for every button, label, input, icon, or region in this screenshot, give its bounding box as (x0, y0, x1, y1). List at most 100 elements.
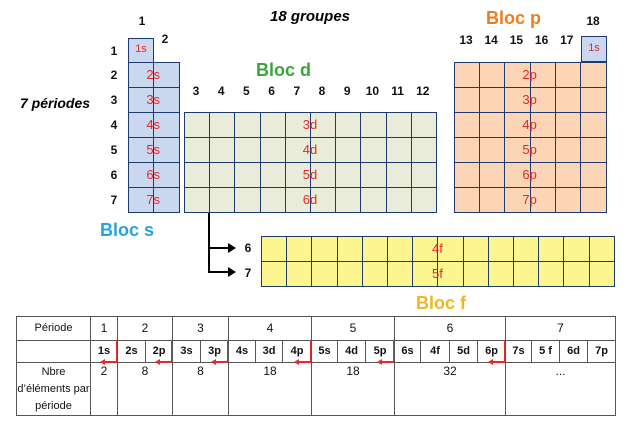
d-block-cell (385, 162, 413, 188)
group-number: 15 (509, 33, 524, 47)
subshell-cell: 5s (311, 340, 338, 363)
p-block-cell (504, 112, 531, 138)
filling-order-arrow (158, 361, 172, 363)
arrow-head-icon (228, 267, 236, 277)
f-block-cell (286, 261, 313, 287)
filling-order-arrow (491, 361, 505, 363)
arrow-to-period-7 (208, 271, 230, 273)
d-block-cell (209, 162, 236, 188)
p-block-cell (479, 62, 506, 88)
d-block-cell (209, 112, 236, 138)
p-block-cell (580, 137, 607, 163)
p-block-cell (580, 112, 607, 138)
count-cell: 18 (228, 362, 312, 416)
subshell-cell: 2s (117, 340, 146, 363)
f-block-cell (588, 236, 616, 262)
orbital-label: 4p (522, 117, 537, 132)
bloc-f-label: Bloc f (416, 293, 467, 313)
group-number: 12 (416, 84, 430, 98)
period-number: 3 (110, 93, 118, 107)
group-number: 9 (343, 84, 351, 98)
arrow-head-icon (228, 243, 236, 253)
d-block-cell (234, 137, 261, 163)
p-block-cell (554, 162, 582, 188)
table-empty-cell (16, 340, 91, 363)
arrow-left-icon (488, 359, 493, 365)
orbital-label: 5s (146, 142, 161, 157)
count-label-cell: Nbre d’éléments par période (16, 362, 91, 416)
p-block-cell (504, 137, 531, 163)
group-number: 3 (192, 84, 200, 98)
orbital-label: 3d (302, 117, 318, 132)
p-block-cell (580, 187, 607, 213)
orbital-label: 4f (431, 241, 443, 256)
arrow-to-period-6 (208, 247, 230, 249)
d-block-cell (184, 137, 211, 163)
group-number: 14 (484, 33, 498, 47)
orbital-label: 4d (302, 142, 318, 157)
d-block-cell (184, 187, 211, 213)
groups-title: 18 groupes (269, 8, 351, 25)
period-number: 4 (110, 118, 118, 132)
count-cell: 18 (311, 362, 395, 416)
p-block-cell (580, 62, 607, 88)
group-number: 7 (293, 84, 301, 98)
d-block-cell (184, 112, 211, 138)
p-block-cell (580, 162, 607, 188)
count-cell: 8 (172, 362, 229, 416)
f-block-cell (336, 236, 364, 262)
p-block-cell (479, 187, 506, 213)
group-number: 2 (161, 32, 169, 46)
orbital-label: 5p (522, 142, 537, 157)
f-block-cell (261, 261, 288, 287)
p-block-cell (554, 187, 582, 213)
group-number: 16 (534, 33, 549, 47)
f-block-cell (286, 236, 313, 262)
f-block-cell (588, 261, 616, 287)
orbital-label: 6p (522, 167, 537, 182)
d-block-cell (410, 137, 438, 163)
subshell-cell: 6s (394, 340, 421, 363)
p-block-cell (529, 87, 557, 113)
p-block-cell (529, 112, 557, 138)
f-block-cell (513, 236, 540, 262)
d-block-cell (410, 162, 438, 188)
subshell-cell: 3s (172, 340, 201, 363)
subshell-cell: 4d (337, 340, 366, 363)
f-block-cell (513, 261, 540, 287)
d-block-cell (385, 137, 413, 163)
s-block-cell (153, 137, 180, 163)
d-block-cell (335, 162, 362, 188)
count-cell: ... (505, 362, 616, 416)
f-block-cell (563, 261, 590, 287)
subshell-cell: 7s (505, 340, 532, 363)
f-block-connector (208, 160, 210, 273)
d-block-cell (335, 187, 362, 213)
p-block-cell (580, 87, 607, 113)
arrow-left-icon (155, 359, 160, 365)
subshell-cell: 5d (449, 340, 478, 363)
group-number: 11 (391, 84, 404, 98)
filling-order-arrow (103, 361, 117, 363)
d-block-cell (410, 187, 438, 213)
arrow-left-icon (211, 359, 216, 365)
group-number: 8 (318, 84, 326, 98)
d-block-cell (335, 112, 362, 138)
d-block-cell (234, 162, 261, 188)
p-block-cell (554, 87, 582, 113)
s-block-cell (153, 112, 180, 138)
group-number: 1 (138, 14, 146, 28)
d-block-cell (259, 187, 287, 213)
d-block-cell (410, 112, 438, 138)
d-block-cell (234, 187, 261, 213)
period-number: 2 (110, 68, 118, 82)
f-block-cell (311, 261, 338, 287)
period-cell: 3 (172, 316, 229, 341)
period-number: 5 (110, 143, 118, 157)
filling-order-arrow (380, 361, 394, 363)
group-number: 10 (365, 84, 380, 98)
d-block-cell (209, 137, 236, 163)
f-block-cell (563, 236, 590, 262)
f-block-cell (412, 236, 439, 262)
count-cell: 8 (117, 362, 173, 416)
